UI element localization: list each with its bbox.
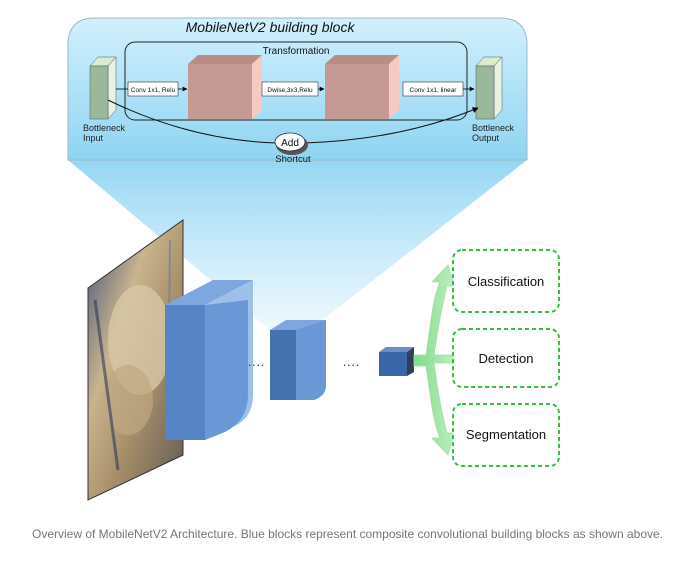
head-classification-label: Classification — [468, 274, 545, 289]
input-label-line1: Bottleneck — [83, 123, 126, 133]
ellipsis-2: ···· — [342, 357, 359, 372]
op-dwise3x3-relu-label: Dwise,3x3,Relu — [267, 87, 313, 94]
output-label-line1: Bottleneck — [472, 123, 515, 133]
zoom-beam — [68, 160, 527, 330]
head-classification — [452, 249, 560, 313]
bottleneck-input-tensor — [89, 56, 117, 120]
ellipsis-1: ···· — [247, 357, 264, 372]
bottleneck-output-tensor — [475, 56, 503, 120]
conv-block-large — [165, 280, 253, 440]
add-label: Add — [281, 138, 299, 149]
transformation-box — [124, 41, 468, 121]
shortcut-label: Shortcut — [275, 154, 311, 165]
shortcut-curve-in — [107, 99, 277, 144]
head-segmentation-label: Segmentation — [466, 427, 546, 442]
figure-caption: Overview of MobileNetV2 Architecture. Bl… — [32, 527, 663, 541]
head-segmentation — [452, 403, 560, 467]
shortcut-curve-out — [303, 107, 479, 144]
input-label-line2: Input — [83, 133, 104, 143]
transformation-label: Transformation — [263, 46, 330, 57]
op-conv1x1-linear-label: Conv 1x1, linear — [410, 87, 458, 94]
head-detection — [452, 328, 560, 388]
add-node — [274, 132, 306, 152]
expanded-tensor-1 — [188, 55, 262, 119]
conv-block-medium — [270, 320, 326, 400]
head-detection-label: Detection — [479, 351, 534, 366]
output-label-line2: Output — [472, 133, 500, 143]
op-conv1x1-relu-label: Conv 1x1, Relu — [131, 87, 176, 94]
expanded-tensor-2 — [325, 55, 399, 119]
conv-block-small — [379, 347, 414, 376]
block-title: MobileNetV2 building block — [186, 19, 356, 35]
